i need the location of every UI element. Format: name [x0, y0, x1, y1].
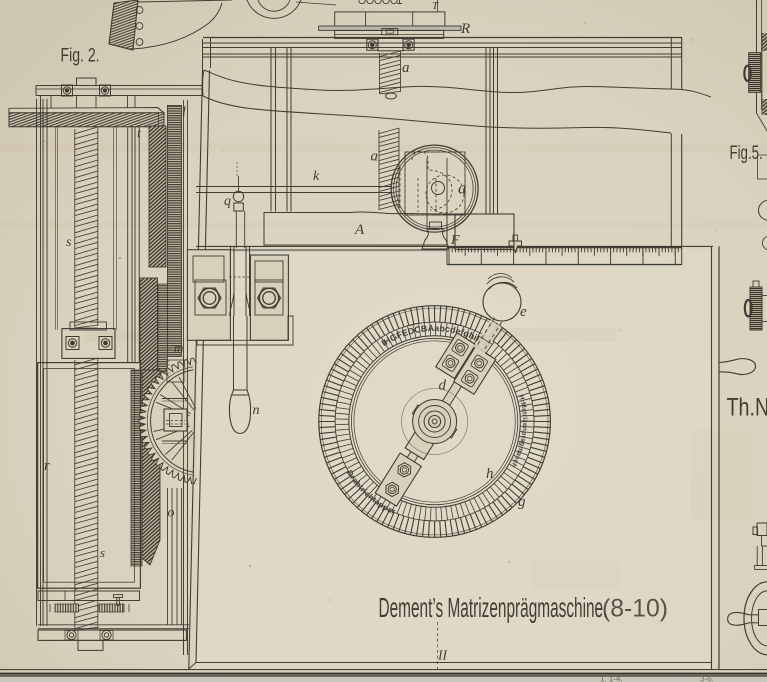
svg-text:o: o: [168, 506, 175, 521]
svg-text:a: a: [458, 179, 467, 198]
svg-text:e: e: [520, 304, 527, 320]
svg-text:Dement’s Matrizenprägmaschine.: Dement’s Matrizenprägmaschine.: [379, 592, 608, 623]
svg-text:1. 1-4.: 1. 1-4.: [600, 675, 623, 682]
svg-text:a: a: [402, 60, 410, 76]
svg-text:F: F: [450, 233, 460, 248]
svg-text:s: s: [66, 235, 72, 250]
svg-text:q: q: [224, 194, 231, 209]
svg-text:k: k: [313, 169, 320, 184]
svg-text:t: t: [137, 127, 142, 142]
svg-text:l: l: [182, 105, 186, 120]
svg-text:Th.No: Th.No: [727, 393, 767, 421]
svg-text:(8-10): (8-10): [602, 594, 668, 622]
svg-text:Fig.5.: Fig.5.: [730, 143, 763, 164]
svg-text:d: d: [439, 378, 447, 394]
svg-text:s: s: [100, 545, 105, 560]
svg-text:3-6.: 3-6.: [700, 675, 714, 682]
svg-text:a: a: [371, 149, 379, 165]
svg-text:h: h: [486, 466, 494, 482]
svg-text:g: g: [518, 494, 526, 510]
svg-text:Fig. 2.: Fig. 2.: [61, 44, 100, 66]
svg-text:r: r: [44, 458, 50, 474]
svg-text:A: A: [354, 222, 365, 238]
svg-text:m: m: [174, 340, 183, 355]
svg-text:R: R: [460, 21, 470, 37]
svg-text:T: T: [432, 0, 439, 12]
svg-text:II: II: [437, 648, 448, 663]
svg-text:n: n: [253, 403, 260, 418]
